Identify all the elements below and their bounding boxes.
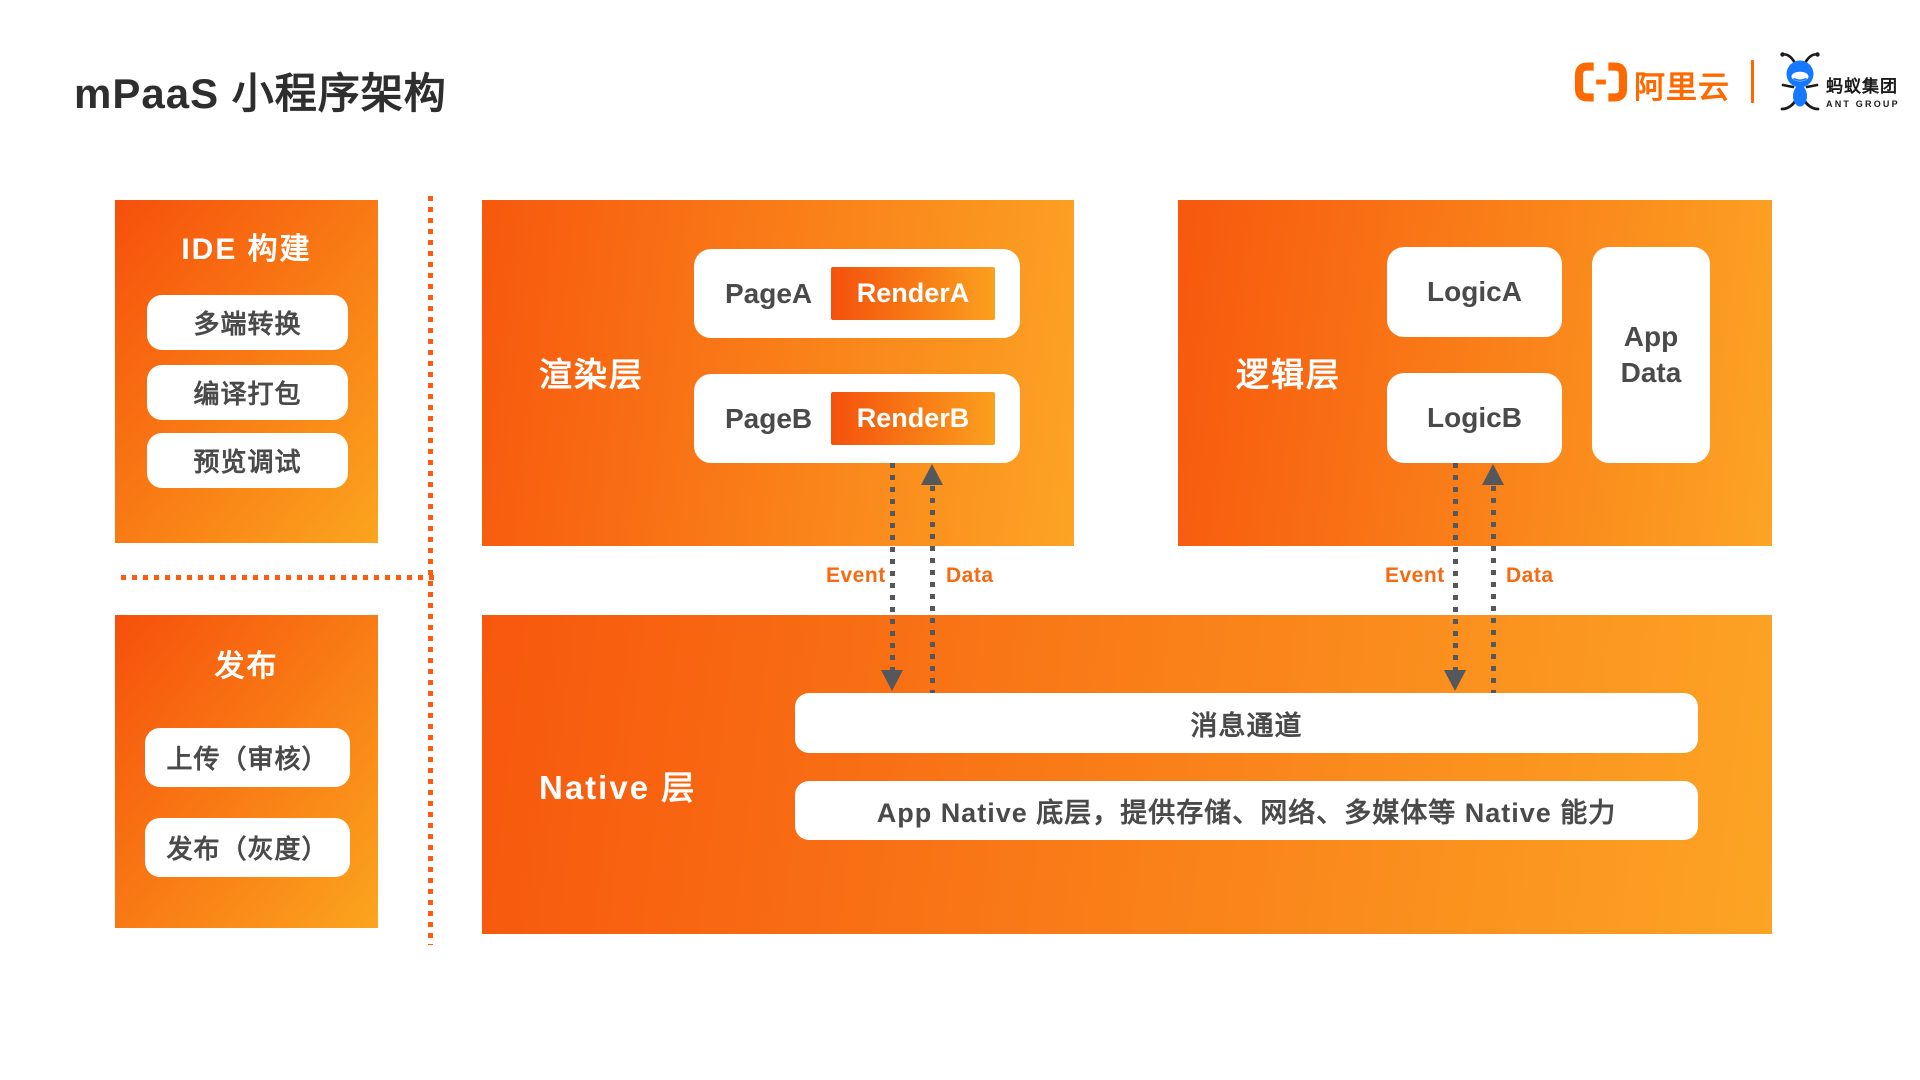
logic-layer-label: 逻辑层 [1236,356,1341,393]
page-b-label: PageB [725,402,813,434]
logic-data-label: Data [1506,564,1554,587]
pill-upload-review: 上传（审核） [145,728,350,787]
pill-release-gray: 发布（灰度） [145,818,350,877]
render-b-block: RenderB [831,392,995,445]
page-b-card: PageB RenderB [694,374,1020,463]
logic-b-card: LogicB [1387,373,1562,463]
render-event-arrowhead-down-icon [881,670,903,691]
vertical-dotted-separator [428,196,433,945]
antgroup-logo-text: 蚂蚁集团 [1826,77,1898,96]
logic-a-card: LogicA [1387,247,1562,337]
render-event-arrow-line [890,463,895,671]
native-layer-label: Native 层 [539,769,697,806]
native-capability-bar: App Native 底层，提供存储、网络、多媒体等 Native 能力 [795,781,1698,840]
logic-data-arrowhead-up-icon [1482,464,1504,485]
native-layer-box: Native 层 消息通道 App Native 底层，提供存储、网络、多媒体等… [482,615,1772,934]
app-data-card: App Data [1592,247,1710,463]
render-layer-box: 渲染层 PageA RenderA PageB RenderB [482,200,1074,546]
pill-multi-end-conversion: 多端转换 [147,295,348,350]
logo-divider [1751,60,1754,103]
publish-box: 发布 上传（审核） 发布（灰度） [115,615,378,928]
pill-compile-package: 编译打包 [147,365,348,420]
render-data-arrow-line [930,486,935,693]
alicloud-logo-text: 阿里云 [1634,70,1730,105]
render-event-label: Event [826,564,886,587]
alicloud-logo: 阿里云 [1575,62,1730,107]
pill-preview-debug: 预览调试 [147,433,348,488]
render-layer-label: 渲染层 [539,356,644,393]
ide-build-box: IDE 构建 多端转换 编译打包 预览调试 [115,200,378,543]
logic-layer-box: 逻辑层 LogicA LogicB App Data [1178,200,1772,546]
alicloud-brackets-icon [1575,62,1627,107]
page-title: mPaaS 小程序架构 [74,70,447,117]
logic-event-arrowhead-down-icon [1444,670,1466,691]
logic-data-arrow-line [1491,486,1496,693]
antgroup-logo: 蚂蚁集团 ANT GROUP [1780,50,1900,117]
render-data-label: Data [946,564,994,587]
render-a-block: RenderA [831,267,995,320]
logic-event-arrow-line [1453,463,1458,671]
page-a-label: PageA [725,277,813,309]
logic-event-label: Event [1385,564,1445,587]
render-data-arrowhead-up-icon [921,464,943,485]
horizontal-dotted-separator [121,575,438,580]
ide-build-title: IDE 构建 [181,233,312,266]
publish-title: 发布 [214,650,279,683]
ant-icon [1780,50,1820,117]
message-channel-bar: 消息通道 [795,693,1698,753]
page-a-card: PageA RenderA [694,249,1020,338]
antgroup-logo-subtext: ANT GROUP [1826,99,1900,109]
